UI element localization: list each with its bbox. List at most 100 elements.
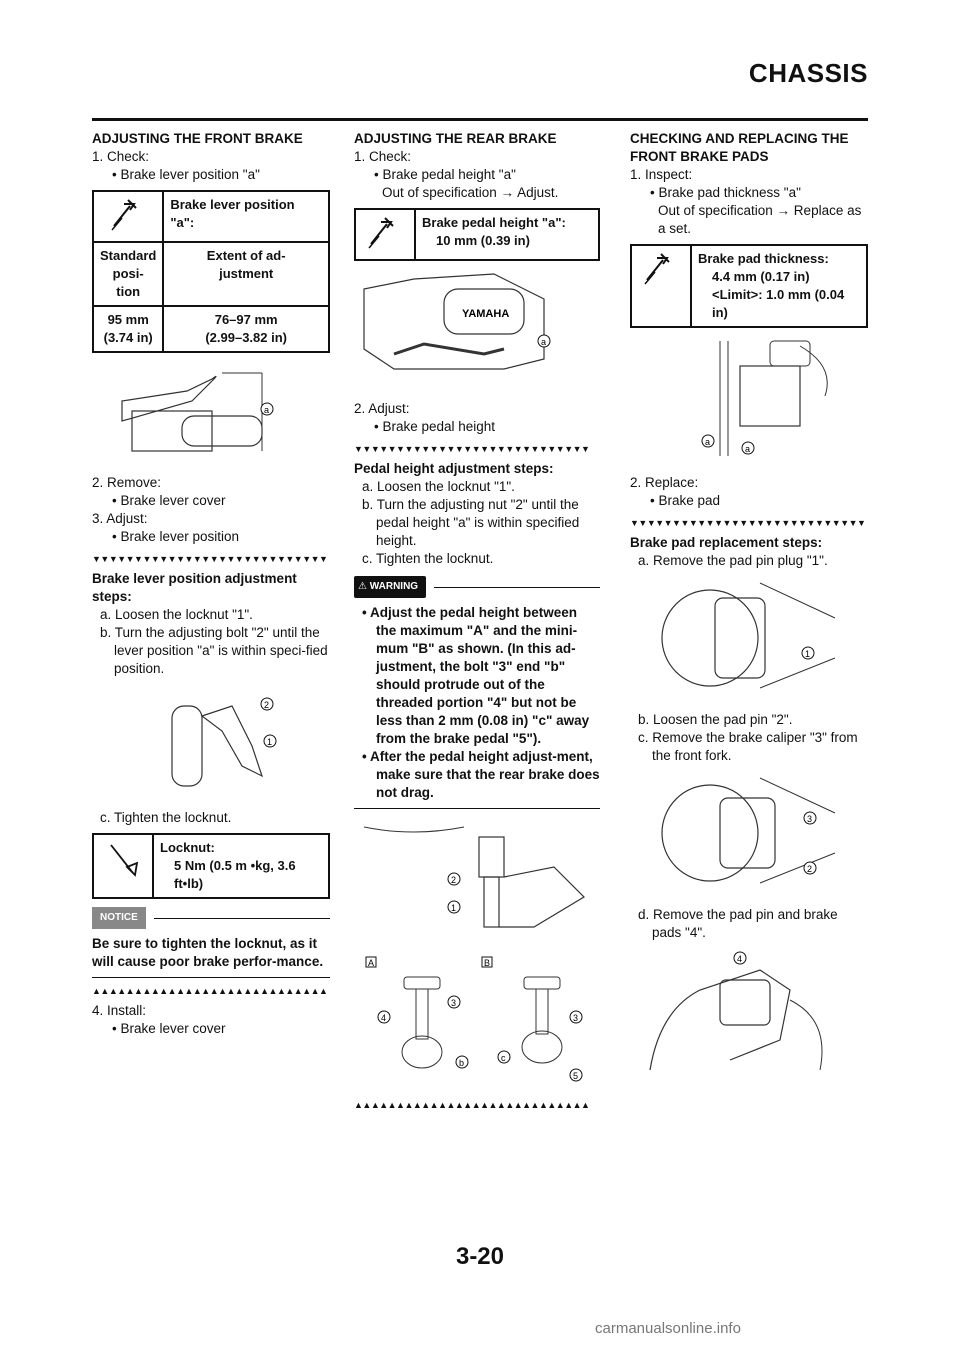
step-1-bullet: • Brake pedal height "a" <box>374 167 516 182</box>
label-A: A <box>368 958 374 968</box>
step-1: 1. Inspect: <box>630 167 693 182</box>
warning-bar: ⚠ WARNING <box>354 576 600 598</box>
step-2-bullet: • Brake lever cover <box>112 493 226 508</box>
step-4: 4. Install: <box>92 1003 147 1018</box>
sub-step-a: a. Remove the pad pin plug "1". <box>638 553 828 568</box>
figure-pad-pin-plug: 1 <box>660 578 868 703</box>
pad-spec-limit: <Limit>: 1.0 mm (0.04 <box>712 287 845 302</box>
figure-brake-lever: a <box>92 361 330 466</box>
sub-step-b: b. Turn the adjusting nut "2" until the … <box>362 497 580 548</box>
spec-table-locknut: Locknut: 5 Nm (0.5 m •kg, 3.6 ft•lb) <box>92 833 330 899</box>
column-brake-pads: CHECKING AND REPLACING THE FRONT BRAKE P… <box>630 130 868 1093</box>
spec-table-lever-position: Brake lever position "a": Standard posi-… <box>91 190 330 353</box>
spec-table-pedal-height: Brake pedal height "a": 10 mm (0.39 in) <box>354 208 600 261</box>
header-rule <box>92 118 868 121</box>
figure-lever-adjust: 2 1 <box>152 686 330 801</box>
pedal-spec-title: Brake pedal height "a": <box>422 215 566 230</box>
torque-wrench-icon <box>92 833 154 899</box>
step-4-bullet: • Brake lever cover <box>112 1021 226 1036</box>
figure-brake-pedal: YAMAHA a <box>354 269 600 392</box>
figure-caliper-removal: 3 2 <box>660 773 868 898</box>
notice-text: Be sure to tighten the locknut, as it wi… <box>92 936 324 969</box>
label-3a: 3 <box>451 998 456 1008</box>
locknut-title: Locknut: <box>160 840 215 855</box>
spec-table-pad-thickness: Brake pad thickness: 4.4 mm (0.17 in) <L… <box>630 244 868 328</box>
sub-heading: Pedal height adjustment steps: <box>354 461 554 476</box>
step-1-note: Out of specification → Adjust. <box>382 185 559 200</box>
watermark: carmanualsonline.info <box>595 1320 741 1337</box>
spec-value-extent: 76–97 mm (2.99–3.82 in) <box>162 305 330 353</box>
spec-value-extent-1: 76–97 mm <box>214 312 278 327</box>
section-heading: ADJUSTING THE REAR BRAKE <box>354 131 557 146</box>
wrench-spec-icon <box>630 244 692 328</box>
label-4: 4 <box>381 1013 386 1023</box>
label-c: c <box>501 1053 506 1063</box>
spec-value-extent-2: (2.99–3.82 in) <box>205 330 287 345</box>
label-3b: 3 <box>573 1013 578 1023</box>
steps-start-marker: ▼▼▼▼▼▼▼▼▼▼▼▼▼▼▼▼▼▼▼▼▼▼▼▼▼▼▼▼ <box>92 554 328 564</box>
locknut-spec: Locknut: 5 Nm (0.5 m •kg, 3.6 ft•lb) <box>152 833 330 899</box>
steps-start-marker: ▼▼▼▼▼▼▼▼▼▼▼▼▼▼▼▼▼▼▼▼▼▼▼▼▼▼▼▼ <box>354 444 590 454</box>
steps-start-marker: ▼▼▼▼▼▼▼▼▼▼▼▼▼▼▼▼▼▼▼▼▼▼▼▼▼▼▼▼ <box>630 518 866 528</box>
step-2: 2. Adjust: <box>354 401 410 416</box>
sub-step-b: b. Turn the adjusting bolt "2" until the… <box>100 625 328 676</box>
fig-label-2: 2 <box>264 700 269 710</box>
fig-label-4: 4 <box>737 954 742 964</box>
wrench-spec-icon <box>91 190 165 243</box>
spec-col-standard: Standard posi- tion <box>91 241 165 307</box>
warning-badge: ⚠ WARNING <box>354 576 427 598</box>
engine-brand-text: YAMAHA <box>462 308 509 320</box>
warning-text-1: • Adjust the pedal height between the ma… <box>362 605 590 746</box>
spec-value-standard: 95 mm (3.74 in) <box>91 305 165 353</box>
page-header-title: CHASSIS <box>748 58 868 88</box>
step-1-bullet: • Brake pad thickness "a" <box>650 185 801 200</box>
steps-end-marker: ▲▲▲▲▲▲▲▲▲▲▲▲▲▲▲▲▲▲▲▲▲▲▲▲▲▲▲▲ <box>354 1100 590 1110</box>
pedal-spec: Brake pedal height "a": 10 mm (0.39 in) <box>414 208 600 261</box>
section-heading: ADJUSTING THE FRONT BRAKE <box>92 131 303 146</box>
pad-spec: Brake pad thickness: 4.4 mm (0.17 in) <L… <box>690 244 868 328</box>
steps-end-marker: ▲▲▲▲▲▲▲▲▲▲▲▲▲▲▲▲▲▲▲▲▲▲▲▲▲▲▲▲ <box>92 986 328 996</box>
fig-label-a2: a <box>745 444 750 454</box>
step-2: 2. Replace: <box>630 475 699 490</box>
notice-badge: NOTICE <box>92 907 146 929</box>
figure-pad-thickness: a a <box>700 336 868 466</box>
sub-step-c: c. Remove the brake caliper "3" from the… <box>638 730 858 763</box>
step-1-bullet: • Brake lever position "a" <box>112 167 260 182</box>
section-heading: CHECKING AND REPLACING THE FRONT BRAKE P… <box>630 131 849 164</box>
label-5: 5 <box>573 1071 578 1081</box>
warning-label: WARNING <box>369 581 419 592</box>
figure-pedal-adjust: 2 1 A B 3 4 b 3 c 5 <box>354 817 600 1092</box>
fig-label-a: a <box>264 405 269 415</box>
label-B: B <box>484 958 490 968</box>
sub-step-a: a. Loosen the locknut "1". <box>100 607 253 622</box>
wrench-spec-icon <box>354 208 416 261</box>
sub-heading: Brake lever position adjustment steps: <box>92 571 297 604</box>
spec-title: Brake lever position "a": <box>162 190 330 243</box>
pad-spec-title: Brake pad thickness: <box>698 251 829 266</box>
spec-col-extent: Extent of ad- justment <box>162 241 330 307</box>
pad-spec-limit-2: in) <box>712 305 728 320</box>
sub-step-c: c. Tighten the locknut. <box>362 551 494 566</box>
step-2-bullet: • Brake pad <box>650 493 721 508</box>
locknut-line1: 5 Nm (0.5 m •kg, 3.6 <box>174 858 296 873</box>
fig-label-a1: a <box>705 437 710 447</box>
step-1: 1. Check: <box>354 149 412 164</box>
warning-text-2: • After the pedal height adjust-ment, ma… <box>362 749 600 800</box>
label-2: 2 <box>451 875 456 885</box>
step-2-bullet: • Brake pedal height <box>374 419 496 434</box>
label-b: b <box>459 1058 464 1068</box>
column-rear-brake: ADJUSTING THE REAR BRAKE 1. Check: • Bra… <box>354 130 600 1116</box>
fig-label-a: a <box>541 337 546 347</box>
figure-pad-removal: 4 <box>640 950 868 1085</box>
sub-heading: Brake pad replacement steps: <box>630 535 823 550</box>
step-2: 2. Remove: <box>92 475 162 490</box>
sub-step-d: d. Remove the pad pin and brake pads "4"… <box>638 907 838 940</box>
notice-bar: NOTICE <box>92 907 330 929</box>
step-1: 1. Check: <box>92 149 150 164</box>
step-3-bullet: • Brake lever position <box>112 529 240 544</box>
locknut-line2: ft•lb) <box>174 876 204 891</box>
sub-step-a: a. Loosen the locknut "1". <box>362 479 515 494</box>
sub-step-b: b. Loosen the pad pin "2". <box>638 712 793 727</box>
fig-label-3: 3 <box>807 814 812 824</box>
sub-step-c: c. Tighten the locknut. <box>100 810 232 825</box>
